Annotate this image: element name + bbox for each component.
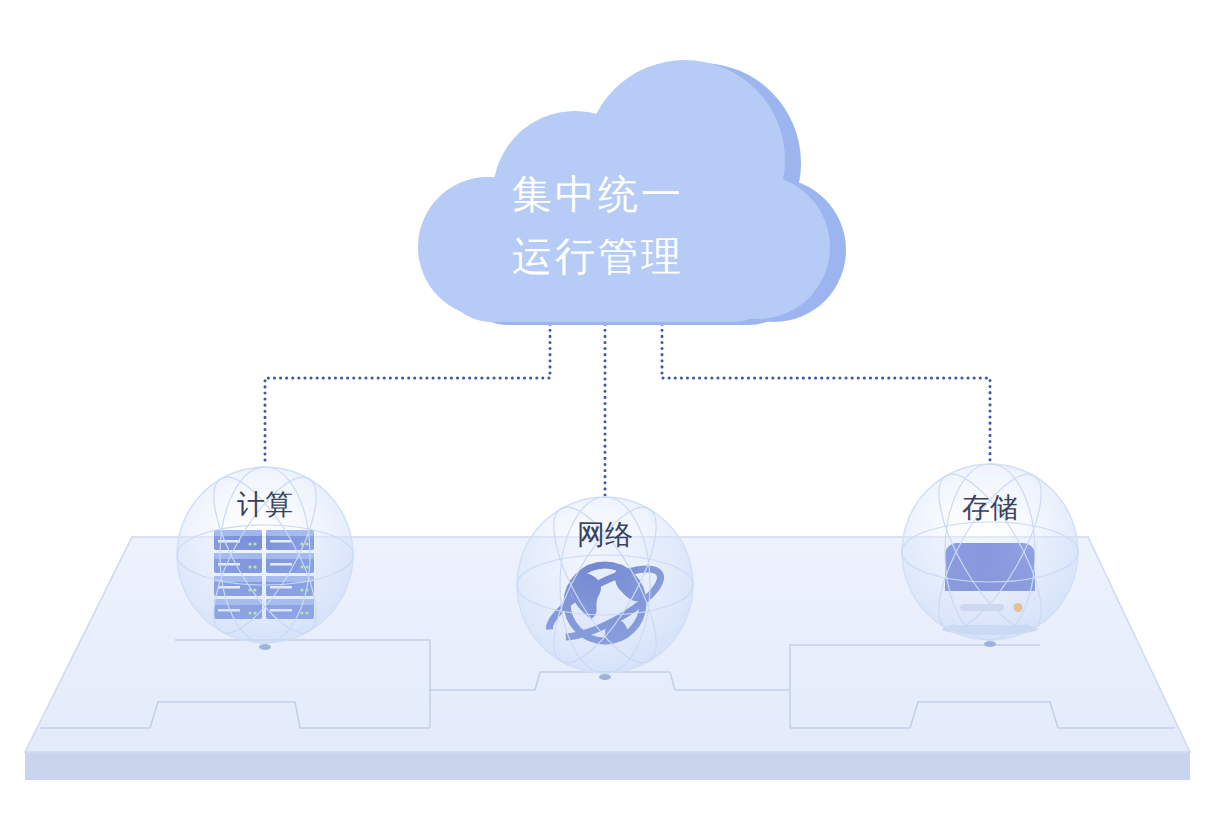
resource-label: 计算 <box>237 488 293 522</box>
sphere-shape <box>900 462 1080 642</box>
resource-label: 存储 <box>962 491 1018 525</box>
resource-sphere: 计算 <box>175 465 355 645</box>
resource-sphere: 网络 <box>515 495 695 675</box>
cloud-node: 集中统一 运行管理 <box>400 55 840 322</box>
resource-label: 网络 <box>577 518 633 552</box>
dotted-connector <box>604 318 607 495</box>
cloud-title: 集中统一 运行管理 <box>503 163 693 287</box>
dotted-connector <box>265 318 550 465</box>
dotted-connector <box>662 318 990 462</box>
resource-sphere: 存储 <box>900 462 1080 642</box>
